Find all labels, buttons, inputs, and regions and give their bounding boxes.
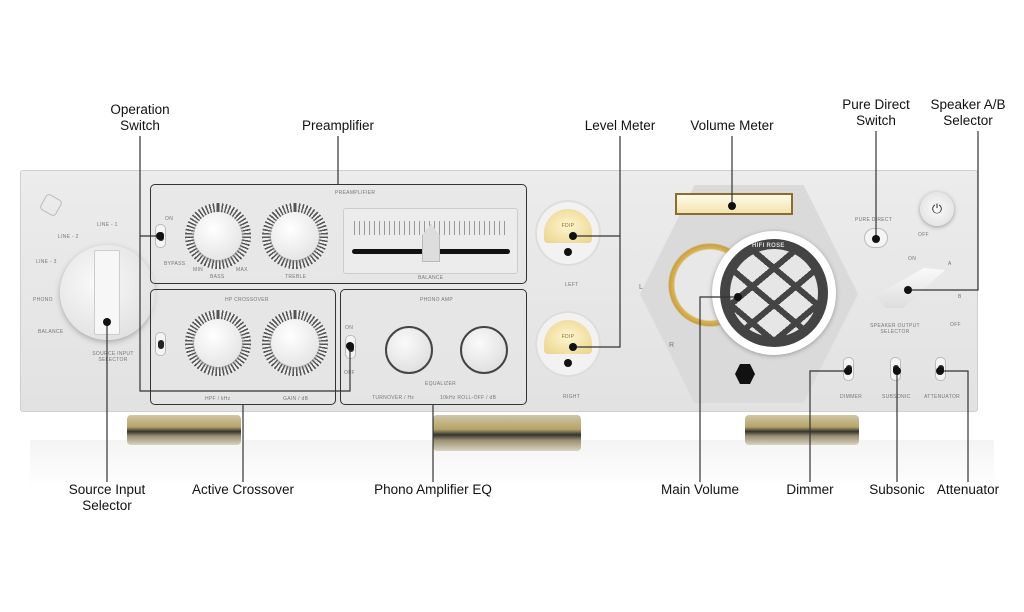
speaker-off: OFF (950, 322, 961, 328)
callout-dot (103, 318, 111, 326)
phono-off-label: OFF (344, 370, 355, 376)
gear-l: L (621, 267, 663, 309)
input-line-2: LINE - 2 (58, 234, 79, 240)
pure-direct-on: ON (908, 256, 917, 262)
source-selector-label: SOURCE INPUT SELECTOR (92, 351, 134, 363)
ir-sensor (735, 364, 755, 384)
rolloff-label: 10kHz ROLL-OFF / dB (440, 395, 497, 401)
hpf-knob[interactable] (185, 310, 251, 376)
gain-label: GAIN / dB (283, 396, 309, 402)
subsonic-label: SUBSONIC (882, 394, 911, 400)
label-preamplifier: Preamplifier (301, 118, 375, 133)
rolloff-knob[interactable] (460, 326, 508, 374)
label-attenuator: Attenuator (936, 482, 1000, 497)
turnover-label: TURNOVER / Hz (372, 395, 415, 401)
treble-knob[interactable] (262, 203, 328, 269)
balance-label: BALANCE (418, 275, 444, 281)
callout-dot (734, 293, 742, 301)
callout-dot (569, 343, 577, 351)
input-phono: PHONO (33, 297, 53, 303)
foot-right (745, 415, 859, 445)
level-meter-left: FDIP (535, 200, 601, 266)
bass-min: MIN (193, 267, 204, 273)
gear-r: R (651, 325, 693, 367)
input-balance: BALANCE (38, 329, 64, 335)
gear-l-label: L (639, 284, 644, 291)
label-pure-direct-switch: Pure Direct Switch (842, 97, 910, 128)
meter-face-right-dial: FDIP (544, 320, 592, 354)
callout-dot (893, 367, 901, 375)
foot-center (433, 415, 581, 451)
brand-text: HIFI ROSE (752, 243, 785, 249)
main-volume-knob[interactable] (712, 231, 836, 355)
crossover-switch[interactable] (155, 332, 166, 356)
bass-max: MAX (236, 267, 248, 273)
meter-face-left: FDIP (561, 223, 575, 229)
preamp-on-label: ON (165, 216, 174, 222)
label-active-crossover: Active Crossover (191, 482, 295, 497)
label-source-input-selector: Source Input Selector (68, 482, 146, 513)
balance-slider[interactable] (343, 208, 518, 274)
phono-on-label: ON (345, 325, 354, 331)
callout-dot (936, 367, 944, 375)
speaker-a: A (948, 261, 952, 267)
label-speaker-ab-selector: Speaker A/B Selector (930, 97, 1006, 128)
pure-direct-label: PURE DIRECT (855, 217, 893, 223)
foot-left (127, 415, 241, 445)
turnover-knob[interactable] (385, 326, 433, 374)
meter-left-label: LEFT (565, 282, 579, 288)
meter-face-right: FDIP (561, 334, 575, 340)
callout-dot (872, 235, 880, 243)
callout-dot (346, 342, 354, 350)
label-level-meter: Level Meter (584, 118, 656, 133)
treble-label: TREBLE (285, 274, 307, 280)
pure-direct-off: OFF (918, 232, 929, 238)
callout-dot (844, 367, 852, 375)
preamp-title: PREAMPLIFIER (335, 190, 376, 196)
label-volume-meter: Volume Meter (690, 118, 774, 133)
meter-right-label: RIGHT (563, 394, 581, 400)
label-dimmer: Dimmer (786, 482, 834, 497)
input-line-1: LINE - 1 (97, 222, 118, 228)
equalizer-label: EQUALIZER (425, 381, 457, 387)
label-phono-amplifier-eq: Phono Amplifier EQ (374, 482, 492, 497)
label-subsonic: Subsonic (869, 482, 925, 497)
preamp-bypass-label: BYPASS (164, 261, 186, 267)
label-main-volume: Main Volume (660, 482, 740, 497)
bass-label: BASS (210, 274, 225, 280)
speaker-selector-label: SPEAKER OUTPUT SELECTOR (870, 323, 920, 335)
level-meter-right: FDIP (535, 311, 601, 377)
balance-handle[interactable] (422, 224, 440, 262)
callout-dot (156, 232, 164, 240)
attenuator-label: ATTENUATOR (924, 394, 961, 400)
input-line-3: LINE - 3 (36, 259, 57, 265)
phono-title: PHONO AMP (420, 297, 453, 303)
bass-knob[interactable] (185, 203, 251, 269)
dimmer-label: DIMMER (840, 394, 863, 400)
callout-dot (728, 202, 736, 210)
power-button-icon[interactable]: ⏻ (920, 192, 954, 226)
speaker-b: B (958, 294, 962, 300)
label-operation-switch: Operation Switch (110, 102, 170, 133)
hpf-label: HPF / kHz (205, 396, 231, 402)
gain-knob[interactable] (262, 310, 328, 376)
meter-face-left-dial: FDIP (544, 209, 592, 243)
callout-dot (569, 232, 577, 240)
callout-dot (904, 286, 912, 294)
gear-r-label: R (669, 342, 675, 349)
crossover-title: HP CROSSOVER (225, 297, 269, 303)
